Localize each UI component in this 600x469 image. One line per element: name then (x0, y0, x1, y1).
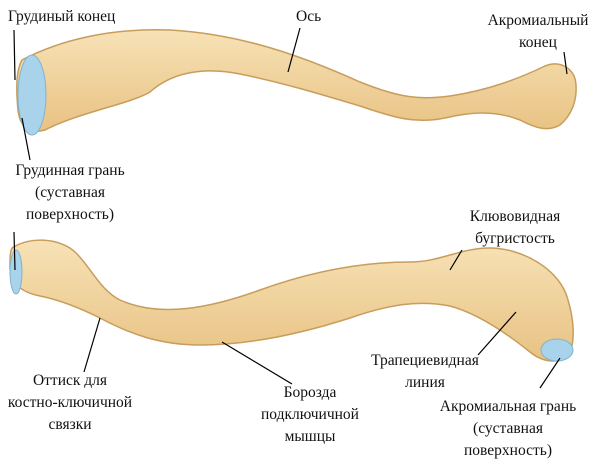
label-line: линия (405, 374, 445, 391)
label-shaft: Ось (296, 8, 322, 25)
label-subclavian-groove: Борозда подключичной мышцы (250, 382, 370, 448)
label-acromial-facet: Акромиальная грань (суставная поверхност… (428, 396, 588, 462)
acromial-facet (540, 338, 574, 362)
sternal-facet-top (17, 54, 47, 136)
label-costoclavicular-impression: Оттиск для костно-ключичной связки (0, 370, 140, 436)
label-line: Трапециевидная (371, 352, 479, 369)
label-line: (суставная (473, 420, 543, 437)
label-line: костно-ключичной (7, 394, 133, 411)
label-line: подключичной (261, 406, 359, 423)
label-trapezoid-line: Трапециевидная линия (360, 350, 490, 394)
label-acromial-end: Акромиальный конец (478, 10, 598, 54)
label-line: Акромиальный (487, 12, 589, 29)
sternal-facet-bottom (9, 249, 23, 295)
label-line: (суставная (35, 184, 105, 201)
label-line: конец (519, 34, 557, 51)
label-line: Клювовидная (469, 208, 561, 225)
leader-lines (13, 27, 568, 389)
label-conoid-tubercle: Клювовидная бугристость (450, 206, 580, 250)
label-line: мышцы (284, 428, 336, 445)
label-line: Борозда (283, 384, 337, 401)
label-line: связки (48, 416, 92, 433)
label-line: поверхность) (26, 206, 114, 223)
label-line: Акромиальная грань (439, 398, 577, 415)
label-sternal-end: Грудиный конец (8, 8, 116, 25)
label-line: бугристость (475, 230, 555, 247)
label-line: поверхность) (464, 442, 552, 459)
label-sternal-facet: Грудинная грань (суставная поверхность) (0, 160, 140, 226)
clavicle-superior-view (16, 29, 577, 132)
label-line: Грудинная грань (15, 162, 125, 179)
label-line: Оттиск для (32, 372, 108, 389)
